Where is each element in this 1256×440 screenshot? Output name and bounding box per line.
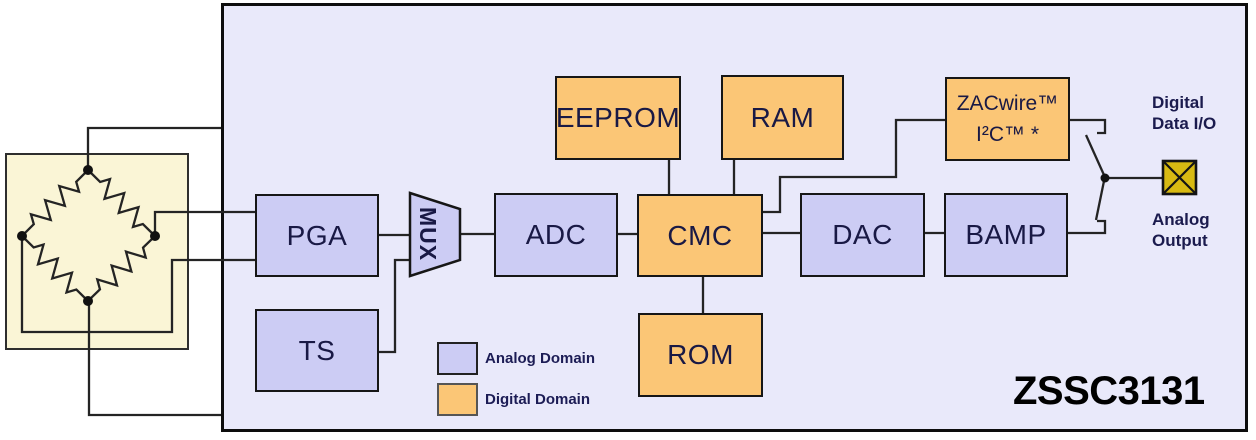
bridge-node-right	[150, 231, 160, 241]
block-rom: ROM	[638, 313, 763, 397]
block-bamp-label: BAMP	[965, 219, 1047, 250]
io-pad-cross-2	[1162, 160, 1197, 195]
bridge-node-top	[83, 165, 93, 175]
resistor-bottom-right	[86, 234, 157, 303]
connection-nodes	[17, 165, 1110, 306]
block-pga-label: PGA	[286, 219, 348, 251]
wire-ts-to-mux	[379, 258, 410, 354]
digital-data-io-label: Digital Data I/O	[1152, 92, 1216, 134]
wire-bridge-right-to-pga	[153, 210, 255, 236]
digital-data-io-line2: Data I/O	[1152, 114, 1217, 133]
io-pad	[1161, 159, 1198, 196]
resistor-top-right	[87, 169, 156, 237]
block-ram-label: RAM	[750, 101, 815, 133]
analog-output-line2: Output	[1152, 231, 1208, 250]
block-adc-label: ADC	[525, 219, 587, 250]
block-bamp: BAMP	[944, 193, 1068, 277]
block-eeprom-label: EEPROM	[555, 102, 681, 133]
bridge-node-bottom	[83, 296, 93, 306]
wire-zacwire-to-switch	[1070, 118, 1107, 135]
wire-bridge-top-supply	[86, 126, 221, 170]
legend-digital-label: Digital Domain	[485, 391, 591, 408]
block-zacwire-label-line2: I²C™ *	[976, 123, 1039, 146]
block-adc: ADC	[494, 193, 618, 277]
chip-part-number: ZSSC3131	[1013, 369, 1205, 413]
wire-bridge-bottom-supply	[87, 301, 221, 417]
block-cmc: CMC	[637, 194, 763, 277]
block-zacwire-i2c: ZACwire™ I²C™ *	[945, 77, 1070, 161]
wire-cmc-to-zacwire	[763, 118, 945, 214]
bridge-resistors	[20, 168, 157, 303]
switch-blade-digital	[1084, 134, 1106, 176]
block-ts-label: TS	[298, 334, 336, 366]
legend-analog-swatch	[437, 342, 478, 375]
block-cmc-label: CMC	[667, 219, 733, 251]
block-pga: PGA	[255, 194, 379, 277]
switch-common-node	[1100, 173, 1110, 183]
switch-blade-analog	[1094, 180, 1106, 221]
block-ram: RAM	[721, 75, 844, 160]
legend-digital-swatch	[437, 383, 478, 416]
analog-output-label: Analog Output	[1152, 209, 1210, 251]
wire-bamp-to-switch	[1068, 219, 1107, 235]
analog-output-line1: Analog	[1152, 210, 1210, 229]
block-dac: DAC	[800, 193, 925, 277]
legend-analog-label: Analog Domain	[485, 350, 596, 367]
bridge-node-left	[17, 231, 27, 241]
resistor-top-left	[20, 168, 90, 238]
block-mux-label: MUX	[415, 206, 441, 262]
wire-bridge-left-to-pga	[20, 236, 255, 334]
resistor-bottom-left	[20, 234, 90, 303]
block-dac-label: DAC	[832, 219, 893, 250]
sensor-bridge-box	[5, 153, 189, 350]
block-rom-label: ROM	[667, 339, 734, 370]
digital-data-io-line1: Digital	[1152, 93, 1204, 112]
block-eeprom: EEPROM	[555, 76, 681, 160]
block-zacwire-label-line1: ZACwire™	[956, 92, 1059, 115]
block-ts: TS	[255, 309, 379, 392]
mux-shape	[408, 191, 462, 278]
